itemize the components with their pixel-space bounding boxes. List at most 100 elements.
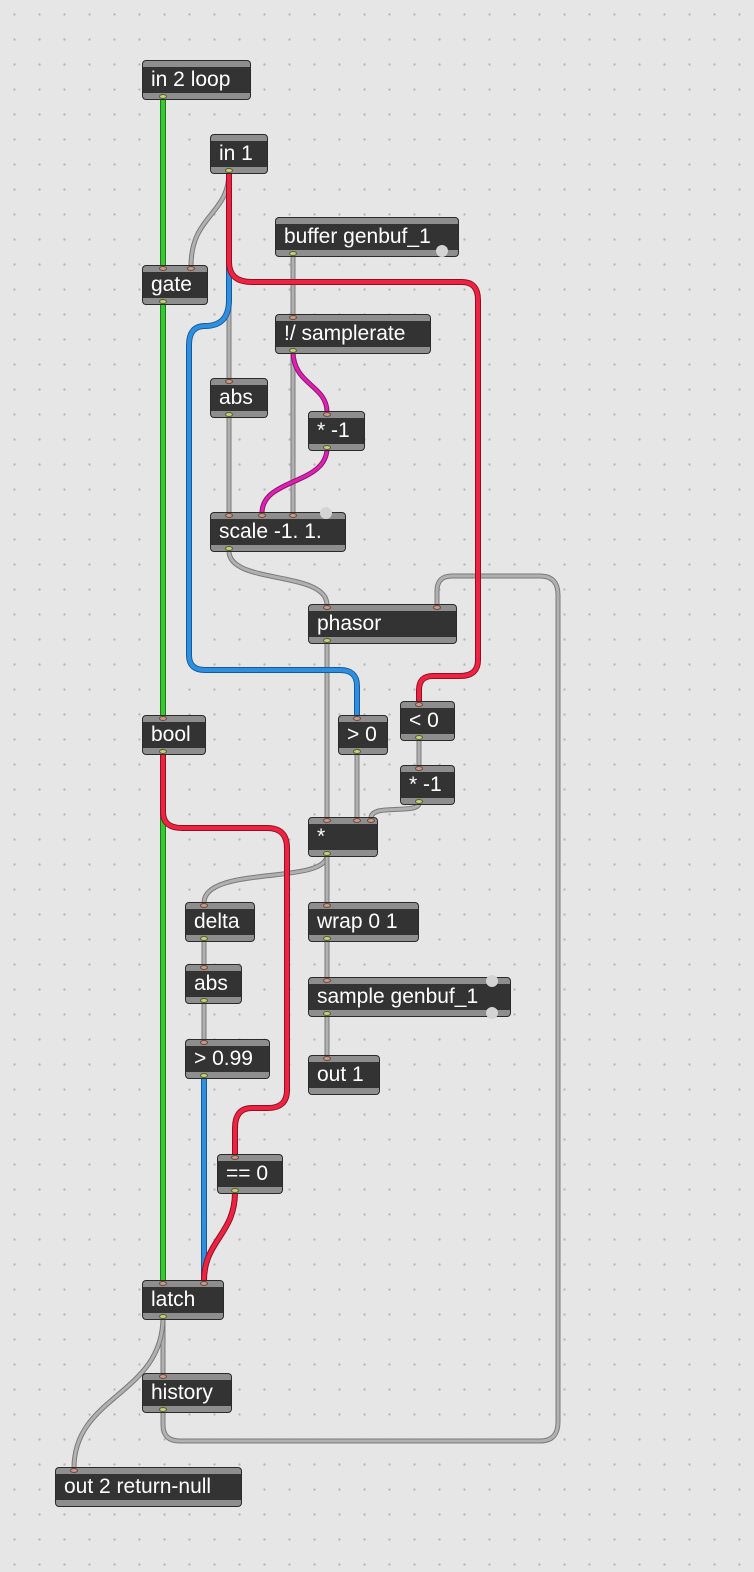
object-header xyxy=(143,716,205,722)
cord-in1-to-gt0 xyxy=(187,170,359,718)
outlet-port[interactable] xyxy=(225,546,233,551)
object-out-2-return-null[interactable]: out 2 return-null xyxy=(56,1468,241,1506)
outlet-port[interactable] xyxy=(323,445,331,450)
object-delta[interactable]: delta xyxy=(186,903,254,941)
object-header xyxy=(211,135,267,141)
object-footer xyxy=(309,1088,379,1094)
object-latch[interactable]: latch xyxy=(143,1281,223,1319)
object-header xyxy=(143,1281,223,1287)
object-header xyxy=(143,1374,231,1380)
outlet-port[interactable] xyxy=(353,749,361,754)
outlet-port[interactable] xyxy=(415,799,423,804)
inlet-port[interactable] xyxy=(159,1374,167,1379)
inlet-port[interactable] xyxy=(353,716,361,721)
inlet-port[interactable] xyxy=(323,1056,331,1061)
outlet-port[interactable] xyxy=(159,299,167,304)
outlet-port[interactable] xyxy=(289,348,297,353)
object-mul-neg1[interactable]: * -1 xyxy=(309,412,364,450)
object-footer xyxy=(211,167,267,173)
object-header xyxy=(309,903,418,909)
inlet-port[interactable] xyxy=(367,818,375,823)
inlet-port[interactable] xyxy=(323,903,331,908)
inlet-port[interactable] xyxy=(415,766,423,771)
scale-knob-icon xyxy=(320,507,332,519)
object-less-than-0[interactable]: < 0 xyxy=(401,702,454,740)
object-in-2-loop[interactable]: in 2 loop xyxy=(143,61,250,99)
object-label: in 2 loop xyxy=(151,68,231,91)
inlet-port[interactable] xyxy=(415,702,423,707)
object-abs[interactable]: abs xyxy=(211,379,267,417)
object-bool[interactable]: bool xyxy=(143,716,205,754)
object-mul-neg1-second[interactable]: * -1 xyxy=(401,766,454,804)
inlet-port[interactable] xyxy=(323,412,331,417)
outlet-port[interactable] xyxy=(289,251,297,256)
outlet-port[interactable] xyxy=(159,94,167,99)
outlet-port[interactable] xyxy=(225,168,233,173)
object-header xyxy=(309,818,377,824)
inlet-port[interactable] xyxy=(289,315,297,320)
object-label: * -1 xyxy=(409,773,442,796)
outlet-port[interactable] xyxy=(323,1011,331,1016)
outlet-port[interactable] xyxy=(159,1407,167,1412)
object-label: buffer genbuf_1 xyxy=(284,225,431,248)
inlet-port[interactable] xyxy=(200,965,208,970)
object-samplerate[interactable]: !/ samplerate xyxy=(276,315,430,353)
inlet-port[interactable] xyxy=(289,513,297,518)
inlet-port[interactable] xyxy=(323,978,331,983)
inlet-port[interactable] xyxy=(323,605,331,610)
object-sample-genbuf-1[interactable]: sample genbuf_1 xyxy=(309,975,510,1019)
object-label: abs xyxy=(219,386,253,409)
outlet-port[interactable] xyxy=(231,1188,239,1193)
inlet-port[interactable] xyxy=(353,818,361,823)
inlet-port[interactable] xyxy=(70,1468,78,1473)
cord-latch-to-out2 xyxy=(72,1315,165,1470)
inlet-port[interactable] xyxy=(225,513,233,518)
object-footer xyxy=(143,298,207,304)
inlet-port[interactable] xyxy=(187,266,195,271)
object-greater-than-0[interactable]: > 0 xyxy=(339,716,387,754)
outlet-port[interactable] xyxy=(323,851,331,856)
outlet-port[interactable] xyxy=(200,998,208,1003)
inlet-port[interactable] xyxy=(225,379,233,384)
cord-mul1-to-scale xyxy=(260,446,329,515)
outlet-port[interactable] xyxy=(323,638,331,643)
object-equals-0[interactable]: == 0 xyxy=(218,1155,282,1193)
cord-mul2-to-mul xyxy=(369,801,421,820)
object-history[interactable]: history xyxy=(143,1374,231,1412)
outlet-port[interactable] xyxy=(323,936,331,941)
object-out-1[interactable]: out 1 xyxy=(309,1056,379,1094)
object-multiply[interactable]: * xyxy=(309,818,377,856)
object-footer xyxy=(143,1313,223,1319)
inlet-port[interactable] xyxy=(231,1155,239,1160)
inlet-port[interactable] xyxy=(200,1040,208,1045)
object-greater-than-0-99[interactable]: > 0.99 xyxy=(186,1040,269,1078)
object-footer xyxy=(309,637,456,643)
outlet-port[interactable] xyxy=(225,412,233,417)
inlet-port[interactable] xyxy=(159,716,167,721)
object-buffer-genbuf-1[interactable]: buffer genbuf_1 xyxy=(276,218,458,257)
inlet-port[interactable] xyxy=(258,513,266,518)
outlet-port[interactable] xyxy=(200,936,208,941)
outlet-port[interactable] xyxy=(415,735,423,740)
object-gate[interactable]: gate xyxy=(143,266,207,304)
outlet-port[interactable] xyxy=(200,1073,208,1078)
inlet-port[interactable] xyxy=(159,1281,167,1286)
object-scale[interactable]: scale -1. 1. xyxy=(211,507,345,551)
object-wrap[interactable]: wrap 0 1 xyxy=(309,903,418,941)
inlet-port[interactable] xyxy=(200,1281,208,1286)
object-footer xyxy=(309,1010,510,1016)
object-label: wrap 0 1 xyxy=(317,910,398,933)
inlet-port[interactable] xyxy=(159,266,167,271)
inlet-port[interactable] xyxy=(323,818,331,823)
object-footer xyxy=(401,734,454,740)
inlet-port[interactable] xyxy=(433,605,441,610)
object-phasor[interactable]: phasor xyxy=(309,605,456,643)
object-label: > 0 xyxy=(347,723,377,746)
object-label: out 2 return-null xyxy=(64,1475,212,1498)
outlet-port[interactable] xyxy=(159,1314,167,1319)
object-in-1[interactable]: in 1 xyxy=(211,135,267,173)
inlet-port[interactable] xyxy=(200,903,208,908)
outlet-port[interactable] xyxy=(159,749,167,754)
object-abs-second[interactable]: abs xyxy=(186,965,241,1003)
